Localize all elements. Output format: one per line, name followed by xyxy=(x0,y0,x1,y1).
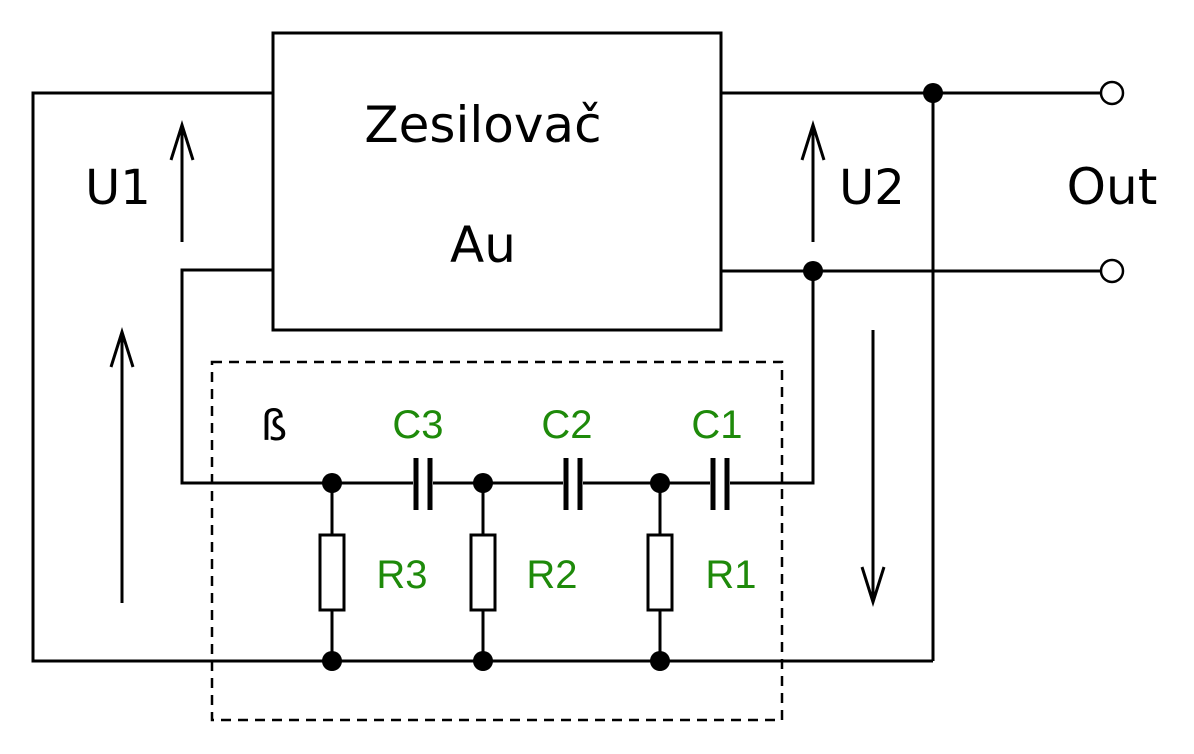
output-top-terminal xyxy=(1099,80,1125,106)
capacitor-c1 xyxy=(710,458,730,510)
beta-label: ß xyxy=(261,401,287,450)
u1-label: U1 xyxy=(85,160,151,216)
u2-arrow xyxy=(800,119,826,242)
capacitor-c2 xyxy=(563,458,583,510)
output-label: Out xyxy=(1067,158,1158,216)
resistor-r1 xyxy=(646,483,674,661)
capacitor-c1-label: C1 xyxy=(691,403,742,447)
capacitor-c3 xyxy=(413,458,433,510)
input-bottom-wire xyxy=(180,268,815,485)
amplifier-gain-label: Au xyxy=(450,216,516,274)
resistor-r2-label: R2 xyxy=(526,553,577,597)
feedback-network-boundary xyxy=(210,360,784,722)
u2-label: U2 xyxy=(839,160,905,216)
output-bottom-terminal xyxy=(1099,258,1125,284)
output-top-junction xyxy=(923,83,943,103)
feedback-up-arrow xyxy=(109,326,135,603)
junction-dot xyxy=(650,651,670,671)
junction-dot xyxy=(322,651,342,671)
amplifier-title: Zesilovač xyxy=(364,96,601,154)
junction-dot xyxy=(650,473,670,493)
resistor-r3 xyxy=(318,483,346,661)
amplifier-block xyxy=(271,31,723,332)
junction-dot xyxy=(473,473,493,493)
junction-dot xyxy=(322,473,342,493)
resistor-r3-label: R3 xyxy=(376,553,427,597)
output-bottom-junction xyxy=(803,261,823,281)
resistor-r1-label: R1 xyxy=(705,553,756,597)
junction-dot xyxy=(473,651,493,671)
capacitor-c3-label: C3 xyxy=(392,403,443,447)
resistor-r2 xyxy=(469,483,497,661)
capacitor-c2-label: C2 xyxy=(541,403,592,447)
u1-arrow xyxy=(169,119,195,242)
feedback-down-arrow xyxy=(860,330,886,608)
